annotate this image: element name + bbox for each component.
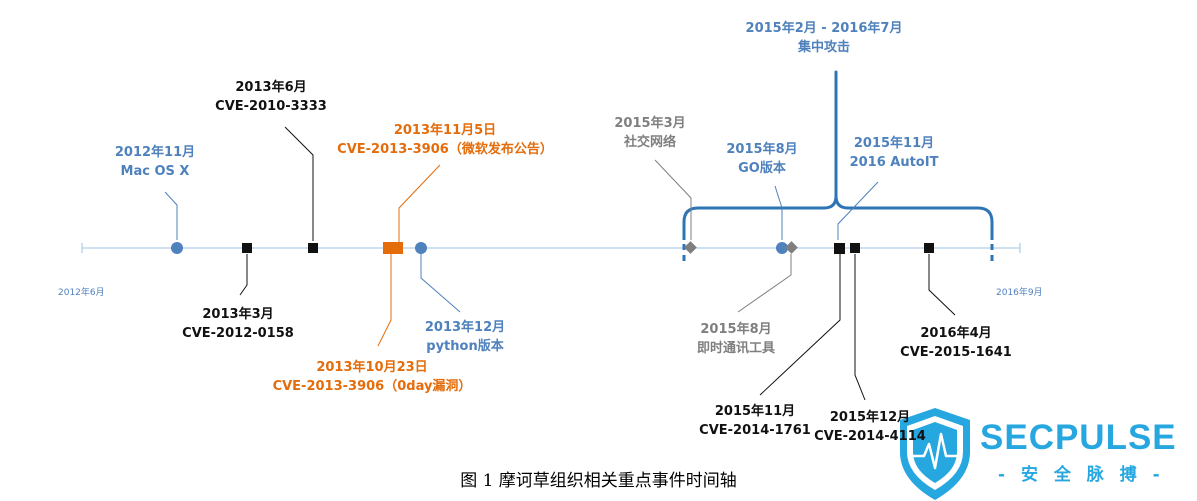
event-text: CVE-2015-1641 — [900, 345, 1012, 360]
event-date: 2015年11月 — [714, 404, 796, 419]
event-text: 即时通讯工具 — [696, 341, 776, 356]
event-label-e1: 2012年11月 Mac OS X — [115, 143, 195, 181]
axis-start-label: 2012年6月 — [58, 288, 105, 298]
leader-e13 — [928, 254, 956, 316]
marker-e12 — [850, 243, 860, 253]
event-text: 2016 AutoIT — [849, 155, 939, 170]
event-text: CVE-2010-3333 — [215, 99, 327, 114]
leader-e9 — [737, 254, 792, 313]
event-date: 2015年11月 — [853, 136, 935, 151]
leader-e6 — [420, 254, 461, 313]
event-date: 2013年11月5日 — [393, 123, 497, 138]
event-date: 2016年4月 — [920, 326, 992, 341]
event-date: 2013年6月 — [235, 80, 307, 95]
marker-e4-e5 — [383, 242, 403, 254]
event-text: GO版本 — [738, 161, 786, 176]
event-text: CVE-2012-0158 — [182, 326, 294, 341]
axis-end-label: 2016年9月 — [996, 288, 1043, 298]
event-label-e8: 2015年8月 GO版本 — [726, 140, 797, 178]
watermark-word: SECPULSE — [980, 418, 1177, 457]
watermark-subtitle: - 安 全 脉 搏 - — [998, 465, 1165, 485]
leader-e2 — [239, 254, 248, 296]
marker-e1 — [171, 242, 183, 254]
event-text: CVE-2014-4114 — [814, 429, 926, 444]
marker-e2 — [242, 243, 252, 253]
leader-e11 — [759, 254, 841, 396]
event-label-e11: 2015年11月 CVE-2014-1761 — [699, 402, 811, 440]
event-label-e4: 2013年10月23日 CVE-2013-3906（0day漏洞） — [273, 358, 472, 396]
marker-e10-e11 — [834, 243, 845, 254]
leader-e3 — [284, 126, 314, 241]
event-label-e2: 2013年3月 CVE-2012-0158 — [182, 305, 294, 343]
leader-e7 — [654, 159, 692, 240]
figure-caption: 图 1 摩诃草组织相关重点事件时间轴 — [460, 471, 737, 491]
event-label-e10: 2015年11月 2016 AutoIT — [850, 134, 939, 172]
event-label-e9: 2015年8月 即时通讯工具 — [697, 320, 775, 358]
attack-period-title: 2015年2月 - 2016年7月 — [745, 21, 903, 36]
event-date: 2015年3月 — [614, 116, 686, 131]
leader-e8 — [774, 185, 783, 240]
leader-e4 — [377, 254, 392, 347]
event-label-e5: 2013年11月5日 CVE-2013-3906（微软发布公告） — [337, 121, 553, 159]
event-text: CVE-2014-1761 — [699, 423, 811, 438]
marker-e7 — [684, 241, 697, 254]
event-date: 2012年11月 — [114, 145, 196, 160]
event-date: 2013年10月23日 — [316, 360, 428, 375]
event-text: Mac OS X — [120, 164, 190, 179]
event-label-e6: 2013年12月 python版本 — [425, 318, 505, 356]
marker-e8 — [776, 242, 788, 254]
attack-period-subtitle: 集中攻击 — [797, 40, 850, 55]
marker-e6 — [415, 242, 427, 254]
marker-e13 — [924, 243, 934, 253]
event-date: 2015年8月 — [700, 322, 772, 337]
event-date: 2015年12月 — [829, 410, 911, 425]
marker-e3 — [308, 243, 318, 253]
event-date: 2013年3月 — [202, 307, 274, 322]
event-date: 2013年12月 — [424, 320, 506, 335]
event-label-e13: 2016年4月 CVE-2015-1641 — [900, 324, 1012, 362]
marker-e9 — [785, 241, 798, 254]
event-text: CVE-2013-3906（0day漏洞） — [272, 379, 472, 394]
leader-e12 — [854, 254, 866, 401]
event-date: 2015年8月 — [726, 142, 798, 157]
event-text: python版本 — [426, 339, 504, 354]
event-label-e12: 2015年12月 CVE-2014-4114 — [814, 408, 926, 446]
leader-e1 — [164, 191, 178, 240]
event-label-e7: 2015年3月 社交网络 — [614, 114, 685, 152]
event-label-e3: 2013年6月 CVE-2010-3333 — [215, 78, 327, 116]
leader-e5 — [398, 164, 441, 242]
secpulse-shield-icon — [900, 408, 970, 500]
event-text: 社交网络 — [623, 135, 677, 150]
attack-period-label: 2015年2月 - 2016年7月 集中攻击 — [746, 19, 903, 57]
event-text: CVE-2013-3906（微软发布公告） — [337, 142, 553, 157]
leader-e10 — [837, 181, 879, 240]
